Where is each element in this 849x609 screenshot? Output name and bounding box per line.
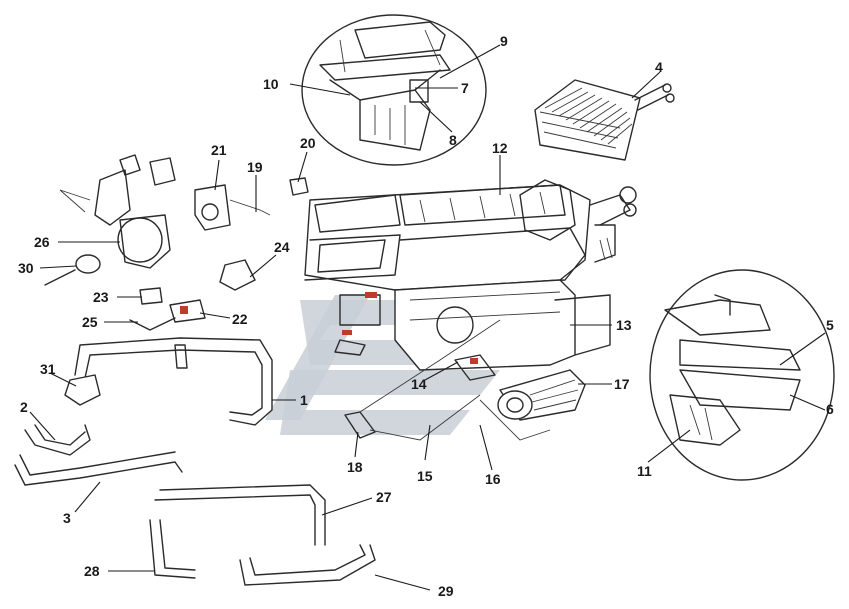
callout-1: 1 bbox=[300, 392, 308, 408]
leader-lines bbox=[29, 44, 826, 591]
callout-30: 30 bbox=[18, 260, 34, 276]
callout-20: 20 bbox=[300, 135, 316, 151]
right-detail-circle bbox=[649, 269, 835, 481]
callout-3: 3 bbox=[63, 510, 71, 526]
callout-15: 15 bbox=[417, 468, 433, 484]
callout-10: 10 bbox=[263, 76, 279, 92]
callout-29: 29 bbox=[438, 583, 454, 599]
callout-4: 4 bbox=[655, 59, 663, 75]
top-detail-circle bbox=[301, 14, 487, 166]
callout-17: 17 bbox=[614, 376, 630, 392]
heater-core bbox=[534, 79, 675, 161]
callout-labels: 1 2 3 4 5 6 7 8 9 10 11 12 13 14 15 16 1… bbox=[18, 33, 834, 599]
callout-27: 27 bbox=[376, 489, 392, 505]
callout-8: 8 bbox=[449, 132, 457, 148]
callout-24: 24 bbox=[274, 239, 290, 255]
callout-26: 26 bbox=[34, 234, 50, 250]
callout-21: 21 bbox=[211, 142, 227, 158]
callout-19: 19 bbox=[247, 159, 263, 175]
callout-12: 12 bbox=[492, 140, 508, 156]
callout-18: 18 bbox=[347, 459, 363, 475]
callout-23: 23 bbox=[93, 289, 109, 305]
hoses bbox=[14, 337, 376, 586]
callout-5: 5 bbox=[826, 317, 834, 333]
callout-13: 13 bbox=[616, 317, 632, 333]
cables bbox=[344, 319, 551, 441]
callout-16: 16 bbox=[485, 471, 501, 487]
callout-11: 11 bbox=[637, 463, 652, 479]
callout-6: 6 bbox=[826, 401, 834, 417]
callout-7: 7 bbox=[461, 80, 469, 96]
callout-28: 28 bbox=[84, 563, 100, 579]
heater-housing bbox=[304, 179, 637, 371]
callout-9: 9 bbox=[500, 33, 508, 49]
callout-2: 2 bbox=[20, 399, 28, 415]
callout-14: 14 bbox=[411, 376, 427, 392]
blower-motor bbox=[497, 369, 586, 421]
callout-25: 25 bbox=[82, 314, 98, 330]
callout-22: 22 bbox=[232, 311, 248, 327]
callout-31: 31 bbox=[40, 361, 56, 377]
actuator-parts bbox=[44, 154, 309, 331]
